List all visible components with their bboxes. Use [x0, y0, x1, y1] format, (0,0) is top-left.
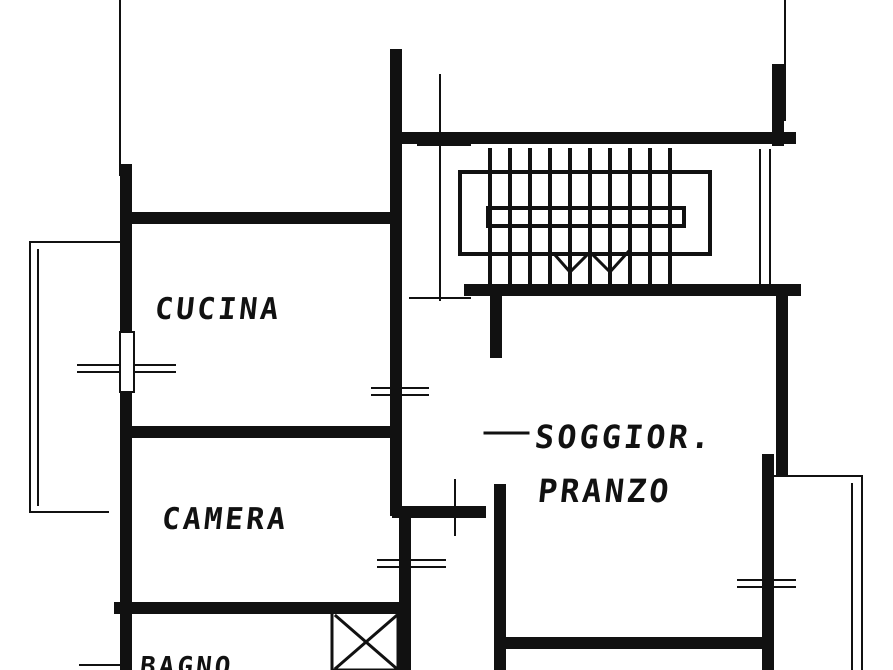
room-label-bedroom: CAMERA	[160, 502, 291, 537]
room-label-bath: BAGNO	[138, 652, 235, 670]
outline-lines	[29, 0, 863, 670]
room-label-dining: PRANZO	[536, 472, 674, 510]
room-label-kitchen: CUCINA	[153, 292, 284, 327]
walls	[114, 49, 801, 670]
window-marks	[77, 134, 796, 666]
room-label-living: SOGGIOR.	[533, 418, 716, 456]
staircase	[409, 74, 712, 301]
shaft	[330, 610, 400, 670]
